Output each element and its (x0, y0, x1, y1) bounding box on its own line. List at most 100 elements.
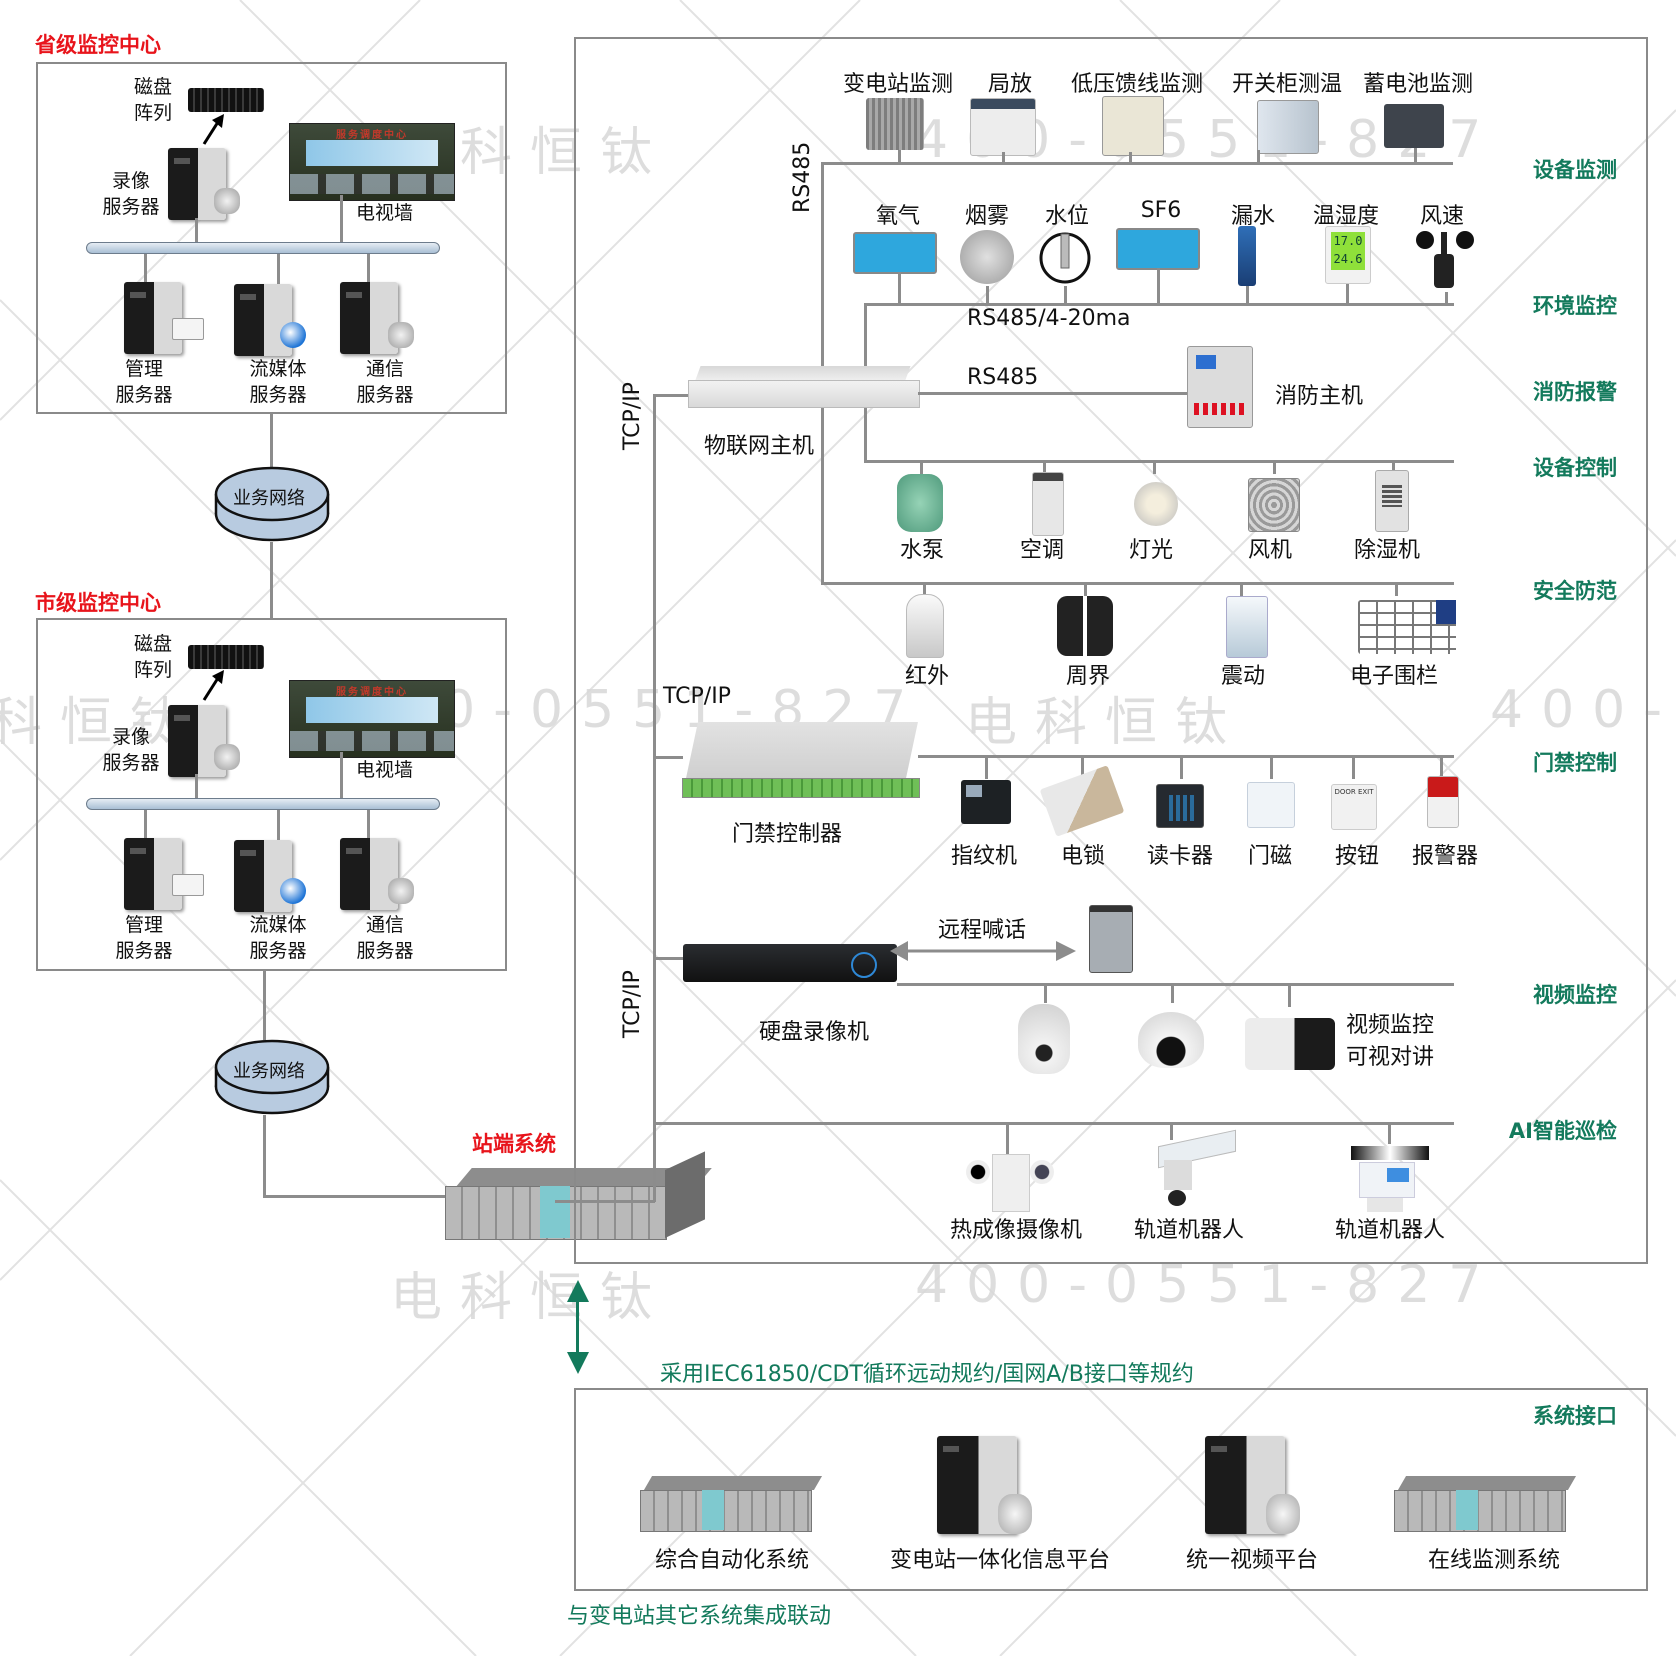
connector (653, 756, 683, 759)
connector (263, 970, 266, 1040)
thermal-camera-icon (966, 1154, 1056, 1212)
server-label-line1: 流媒体 (249, 358, 307, 380)
ai-inspection-bus (653, 1122, 1454, 1125)
video-server-label-line1: 录像 (111, 170, 150, 192)
environment-bus (864, 303, 1454, 306)
connector (1273, 460, 1276, 474)
connector (920, 460, 923, 474)
tcpip-label: TCP/IP (620, 970, 645, 1038)
connector (270, 413, 273, 470)
security-bus (821, 582, 1454, 585)
server-label: 通信 服务器 (345, 356, 425, 408)
server-label-line2: 服务器 (249, 940, 307, 962)
ptz-dome-camera-icon (1018, 1004, 1070, 1074)
device-label: 局放 (987, 72, 1033, 97)
system-label: 变电站一体化信息平台 (889, 1548, 1111, 1573)
connector (1288, 983, 1291, 1007)
streaming-server-icon (234, 840, 292, 912)
database-icon (388, 878, 414, 904)
database-icon (214, 744, 240, 770)
device-label: SF6 (1140, 198, 1182, 223)
anemometer-icon (1416, 231, 1474, 288)
tcpip-label: TCP/IP (620, 382, 645, 450)
management-server-icon (124, 282, 182, 354)
device-label: 氧气 (875, 204, 921, 229)
tv-wall-icon: 服务调度中心 (289, 680, 455, 758)
connector (986, 286, 989, 304)
device-label: 空调 (1019, 538, 1065, 563)
database-icon (1266, 1494, 1300, 1534)
infrared-detector-icon (906, 594, 944, 658)
arrow-icon (202, 114, 224, 145)
device-label: 水位 (1044, 204, 1090, 229)
globe-icon (280, 878, 306, 904)
section-label-equipment-control: 设备控制 (1533, 456, 1617, 480)
humidity-value: 24.6 (1333, 252, 1363, 266)
remote-talk-label: 远程喊话 (938, 918, 1027, 943)
perimeter-beam-icon (1057, 596, 1113, 656)
cabinet-temperature-icon (1257, 100, 1319, 154)
dome-camera-icon (1138, 1012, 1204, 1068)
connector (1246, 286, 1249, 304)
disk-array-label-line2: 阵列 (133, 659, 172, 681)
video-server-label-line2: 服务器 (102, 752, 160, 774)
device-label: 开关柜测温 (1231, 72, 1343, 97)
vibration-detector-icon (1226, 596, 1268, 658)
online-monitoring-system-icon (1394, 1476, 1577, 1532)
device-label: 报警器 (1411, 844, 1479, 869)
device-label: 除湿机 (1353, 538, 1421, 563)
station-title: 站端系统 (472, 1132, 556, 1156)
connector (1153, 460, 1156, 474)
automation-system-icon (640, 1476, 823, 1532)
device-label: 灯光 (1128, 538, 1174, 563)
connector (1064, 286, 1067, 304)
connector (263, 1195, 448, 1198)
server-label: 流媒体 服务器 (238, 912, 318, 964)
section-label-security: 安全防范 (1533, 579, 1617, 603)
connector (1346, 284, 1349, 304)
connector (1044, 983, 1047, 1003)
system-label: 统一视频平台 (1185, 1548, 1319, 1573)
device-label: 轨道机器人 (1133, 1218, 1245, 1243)
fan-icon (1248, 478, 1300, 532)
section-label-environment-monitoring: 环境监控 (1533, 294, 1617, 318)
connector (898, 150, 901, 164)
station-server-icon (445, 1151, 712, 1240)
arrow-down-icon (567, 1352, 589, 1374)
connector (144, 254, 147, 284)
sf6-sensor-icon (1116, 228, 1200, 270)
arrow-icon (202, 670, 224, 701)
connector (367, 810, 370, 840)
disk-array-label-line2: 阵列 (133, 102, 172, 124)
rs485-label: RS485 (790, 141, 815, 213)
access-controller-icon (682, 722, 920, 800)
video-server-label-line2: 服务器 (102, 196, 160, 218)
connector (340, 195, 343, 246)
fire-alarm-host-icon (1187, 346, 1253, 428)
remote-talk-arrow-icon (890, 941, 1076, 961)
connector (1006, 1122, 1009, 1158)
connector (195, 774, 198, 802)
connector (1414, 148, 1417, 164)
section-label-access-control: 门禁控制 (1533, 751, 1617, 775)
watermark-company: 电科恒钛 (390, 1268, 671, 1328)
system-label: 在线监测系统 (1427, 1548, 1561, 1573)
certificate-icon (172, 874, 204, 896)
nvr-label: 硬盘录像机 (758, 1020, 870, 1045)
device-label: 震动 (1220, 664, 1266, 689)
temperature-value: 17.0 (1333, 234, 1363, 248)
rs485-fire-line (918, 392, 1188, 395)
disk-array-label: 磁盘 阵列 (130, 74, 176, 126)
section-label-ai-inspection: AI智能巡检 (1508, 1119, 1617, 1143)
device-label: 指纹机 (950, 844, 1018, 869)
server-label-line1: 通信 (365, 914, 404, 936)
disk-array-label-line1: 磁盘 (133, 633, 172, 655)
connector (1270, 755, 1273, 779)
connector (277, 810, 280, 840)
battery-icon (1384, 104, 1444, 148)
connector (1352, 755, 1355, 779)
tv-wall-banner: 服务调度中心 (336, 687, 408, 698)
device-label: 红外 (904, 664, 950, 689)
connector (923, 582, 926, 596)
disk-array-icon (188, 88, 264, 112)
